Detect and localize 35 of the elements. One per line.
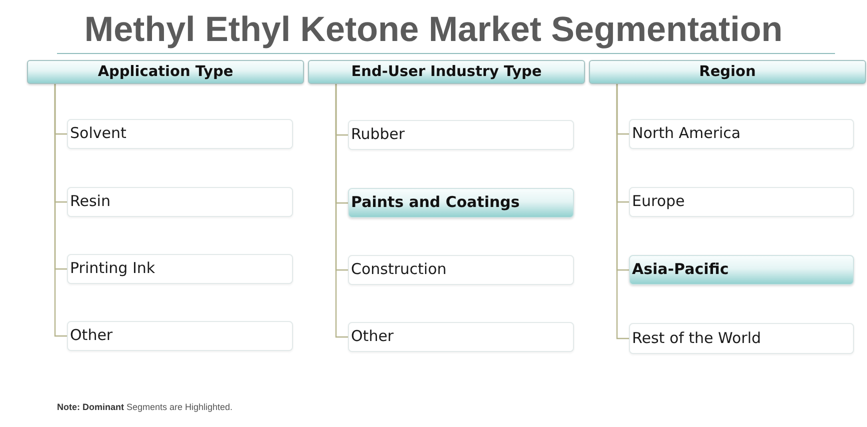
segment-text: Construction — [351, 261, 447, 279]
segment-box — [629, 187, 854, 217]
segment-text: Rubber — [351, 126, 405, 144]
segment-box — [67, 321, 293, 351]
diagram-title: Methyl Ethyl Ketone Market Segmentation — [84, 10, 783, 50]
segment-box — [629, 119, 854, 149]
segment-text: Rest of the World — [632, 330, 762, 348]
segment-text: Resin — [70, 193, 110, 211]
segment-text: North America — [632, 125, 741, 143]
segment-box — [348, 322, 574, 352]
segment-text: Europe — [632, 193, 685, 211]
highlighted-segment-box — [629, 255, 854, 285]
segment-box — [629, 323, 854, 354]
highlighted-segment-box — [348, 188, 574, 218]
segment-text: Other — [351, 328, 394, 346]
connector-line — [616, 84, 629, 340]
header-text: Application Type — [98, 64, 234, 80]
connector-line — [335, 84, 348, 338]
segment-box — [348, 120, 574, 150]
segment-text: Printing Ink — [70, 260, 156, 278]
note-text: Note: Dominant Segments are Highlighted. — [57, 402, 233, 412]
category-header — [589, 60, 866, 84]
segment-text: Asia-Pacific — [632, 261, 729, 279]
connector-line — [54, 84, 67, 337]
segment-box — [348, 255, 574, 285]
category-header — [27, 60, 304, 84]
category-header — [308, 60, 585, 84]
segment-box — [67, 119, 293, 149]
header-text: End-User Industry Type — [351, 64, 542, 80]
segment-box — [67, 254, 293, 284]
segment-text: Solvent — [70, 125, 126, 143]
segment-text: Other — [70, 327, 113, 345]
segment-text: Paints and Coatings — [351, 194, 520, 212]
header-text: Region — [699, 64, 756, 80]
segment-box — [67, 187, 293, 217]
